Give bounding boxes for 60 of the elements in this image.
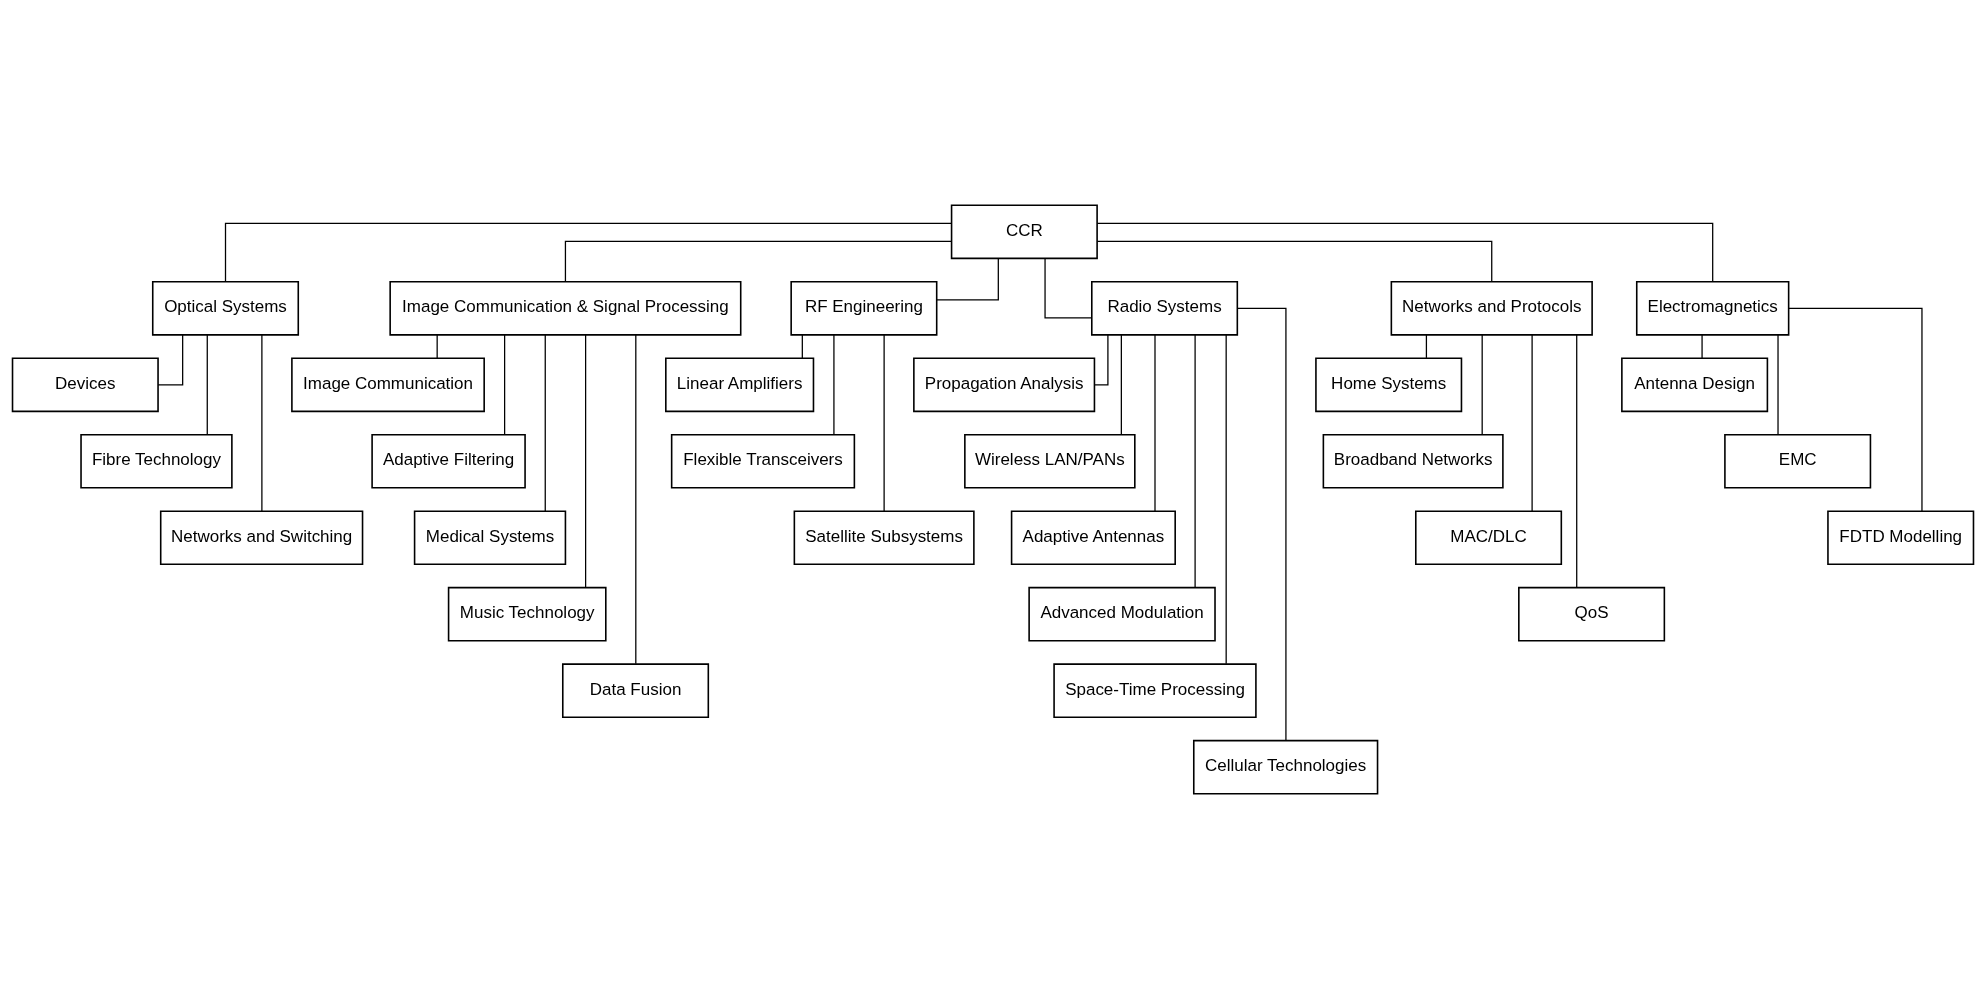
node-box: CCR — [950, 204, 1098, 260]
connector — [1096, 222, 1714, 283]
connector — [1425, 334, 1428, 359]
connector — [1096, 240, 1493, 283]
connector — [564, 240, 952, 283]
node-box: Image Communication & Signal Processing — [389, 280, 742, 336]
connector — [585, 334, 587, 589]
node-box: Propagation Analysis — [913, 357, 1096, 413]
node-box: Radio Systems — [1091, 280, 1239, 336]
node-box: Space-Time Processing — [1053, 663, 1257, 719]
connector — [544, 334, 546, 512]
node-box: Networks and Protocols — [1390, 280, 1593, 336]
connector — [1236, 307, 1287, 742]
node-box: FDTD Modelling — [1827, 510, 1975, 566]
node-box: Medical Systems — [413, 510, 567, 566]
node-box: Home Systems — [1315, 357, 1463, 413]
node-box: Adaptive Filtering — [371, 433, 526, 489]
connector — [1481, 334, 1483, 436]
connector — [1701, 334, 1703, 359]
node-box: RF Engineering — [790, 280, 938, 336]
node-box: Data Fusion — [562, 663, 710, 719]
connector — [1225, 334, 1227, 665]
node-box: QoS — [1518, 586, 1666, 642]
node-box: Satellite Subsystems — [793, 510, 975, 566]
node-box: Music Technology — [447, 586, 607, 642]
node-box: Optical Systems — [151, 280, 300, 336]
connector — [635, 334, 637, 665]
connector — [261, 334, 263, 512]
node-box: Image Communication — [291, 357, 485, 413]
connector — [936, 258, 999, 301]
connector — [1044, 257, 1093, 319]
node-box: Cellular Technologies — [1192, 739, 1379, 795]
node-box: Fibre Technology — [80, 433, 233, 489]
node-box: Flexible Transceivers — [670, 433, 856, 489]
node-box: Advanced Modulation — [1028, 586, 1216, 642]
connector — [436, 334, 438, 359]
connector — [883, 334, 885, 512]
node-box: EMC — [1724, 433, 1872, 489]
connector — [801, 334, 803, 359]
connector — [1120, 334, 1122, 436]
connector — [1777, 334, 1779, 436]
connector — [1576, 334, 1578, 589]
node-box: Adaptive Antennas — [1010, 510, 1176, 566]
node-box: Wireless LAN/PANs — [964, 433, 1136, 489]
connector — [1194, 334, 1196, 589]
node-box: Devices — [11, 357, 159, 413]
node-box: Linear Amplifiers — [665, 357, 815, 413]
connector — [206, 334, 208, 436]
connector — [1154, 334, 1156, 512]
connector — [1094, 334, 1109, 386]
connector — [1788, 307, 1923, 512]
node-box: Antenna Design — [1621, 357, 1769, 413]
node-box: Networks and Switching — [159, 510, 364, 566]
connector — [504, 334, 506, 436]
node-box: Broadband Networks — [1322, 433, 1504, 489]
node-box: MAC/DLC — [1415, 510, 1563, 566]
connector — [1531, 334, 1533, 512]
node-box: Electromagnetics — [1635, 280, 1790, 336]
connector — [224, 222, 952, 283]
connector — [833, 334, 835, 436]
